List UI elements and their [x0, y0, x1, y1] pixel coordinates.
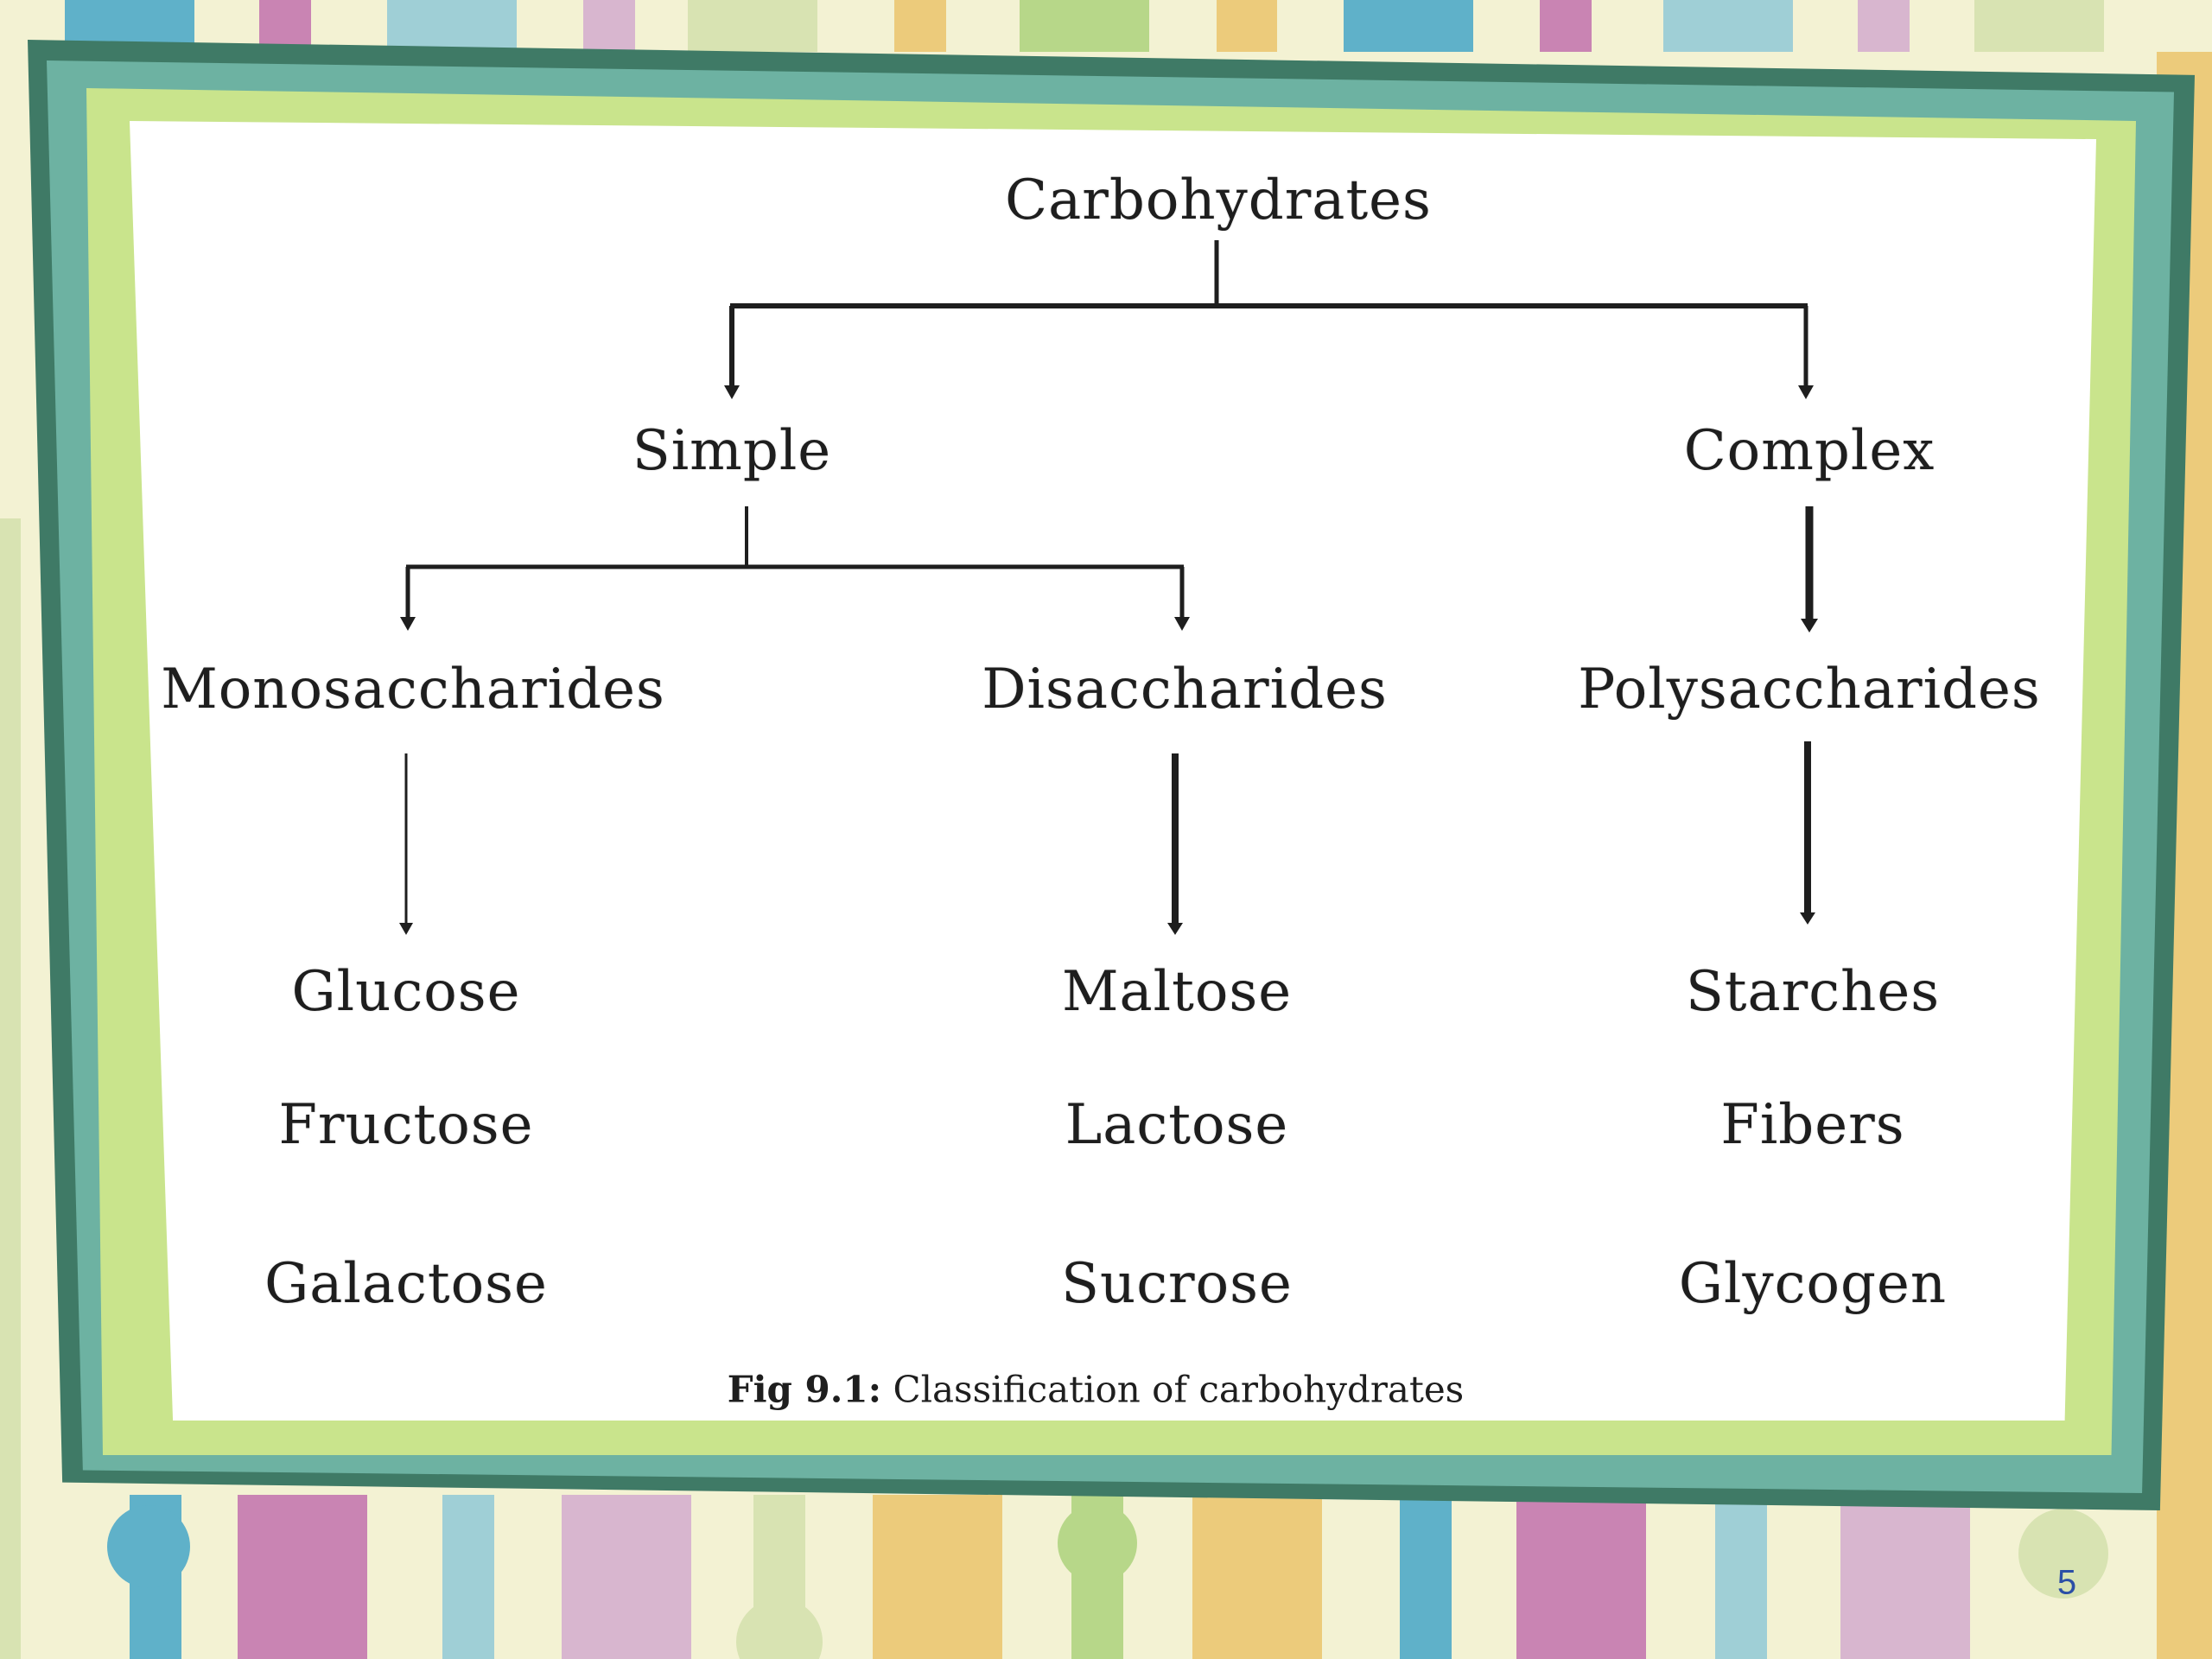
arrowhead-di: [1174, 617, 1190, 631]
node-monosaccharides: Monosaccharides: [161, 658, 665, 721]
arrowhead-simple: [724, 385, 740, 399]
example-sucrose: Sucrose: [1061, 1252, 1293, 1316]
figure-caption: Fig 9.1: Classification of carbohydrates: [728, 1369, 1464, 1411]
slide-number: 5: [2056, 1563, 2077, 1602]
node-polysaccharides: Polysaccharides: [1578, 658, 2041, 721]
arrowhead-mono: [400, 617, 416, 631]
node-carbohydrates: Carbohydrates: [1005, 168, 1432, 232]
example-lactose: Lactose: [1065, 1093, 1289, 1157]
arrowhead-mono-examples: [399, 923, 413, 935]
example-fructose: Fructose: [278, 1093, 534, 1157]
node-complex: Complex: [1683, 419, 1936, 483]
figure-caption-text: Classification of carbohydrates: [881, 1368, 1465, 1411]
arrowhead-complex: [1798, 385, 1814, 399]
figure-caption-prefix: Fig 9.1:: [727, 1368, 882, 1411]
arrowhead-poly: [1801, 619, 1818, 632]
example-glycogen: Glycogen: [1678, 1252, 1948, 1316]
arrowhead-poly-examples: [1800, 912, 1815, 925]
content-panel: [130, 121, 2096, 1421]
node-simple: Simple: [632, 419, 832, 483]
example-fibers: Fibers: [1720, 1093, 1905, 1157]
arrowhead-di-examples: [1167, 923, 1183, 935]
node-disaccharides: Disaccharides: [982, 658, 1388, 721]
example-starches: Starches: [1685, 960, 1941, 1024]
example-galactose: Galactose: [264, 1252, 548, 1316]
example-maltose: Maltose: [1061, 960, 1293, 1024]
example-glucose: Glucose: [291, 960, 521, 1024]
